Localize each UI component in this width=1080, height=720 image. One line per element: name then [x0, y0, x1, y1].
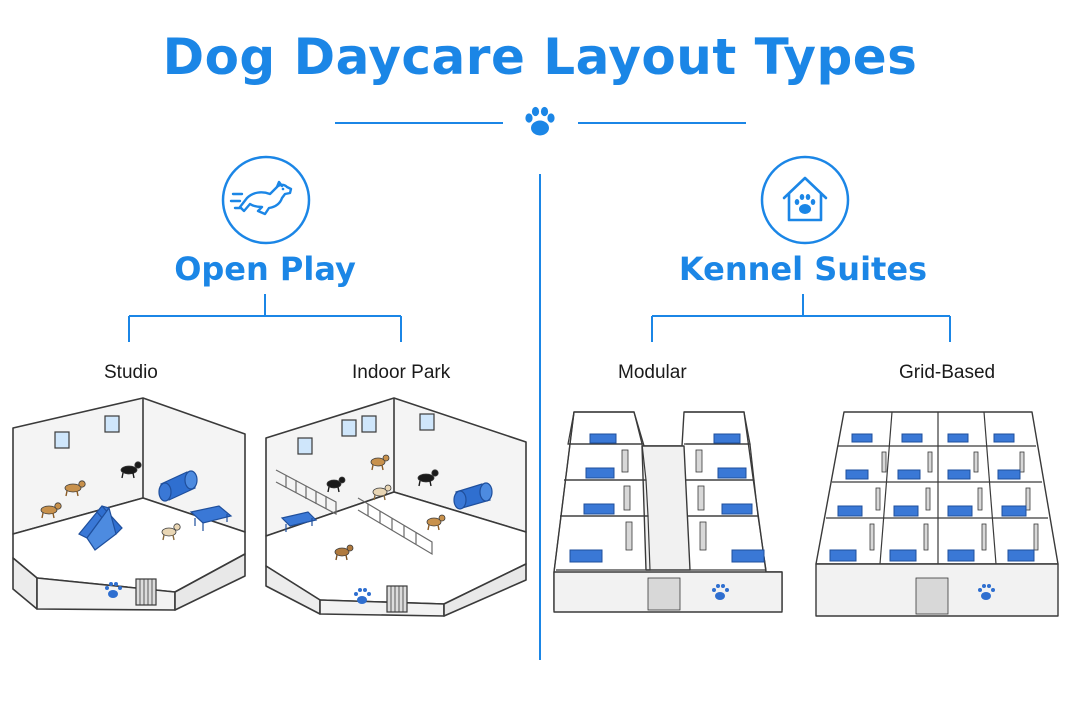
indoor-park-illustration: [265, 397, 527, 617]
layout-label-indoor-park: Indoor Park: [352, 362, 451, 383]
layout-label-modular: Modular: [618, 362, 687, 383]
layout-label-grid-based: Grid-Based: [899, 362, 996, 383]
page-title: Dog Daycare Layout Types: [162, 28, 918, 86]
title-rule-left: [335, 122, 503, 124]
category-title-kennel-suites: Kennel Suites: [678, 250, 928, 288]
layout-label-studio: Studio: [104, 362, 158, 383]
grid-kennel-illustration: [815, 411, 1059, 617]
category-title-open-play: Open Play: [174, 250, 356, 288]
center-divider: [539, 174, 541, 660]
dog-house-paw-icon: [760, 155, 850, 245]
modular-kennel-illustration: [553, 411, 783, 613]
studio-room-illustration: [12, 397, 246, 611]
title-rule-right: [578, 122, 746, 124]
paw-icon: [525, 106, 555, 136]
running-dog-icon: [221, 155, 311, 245]
